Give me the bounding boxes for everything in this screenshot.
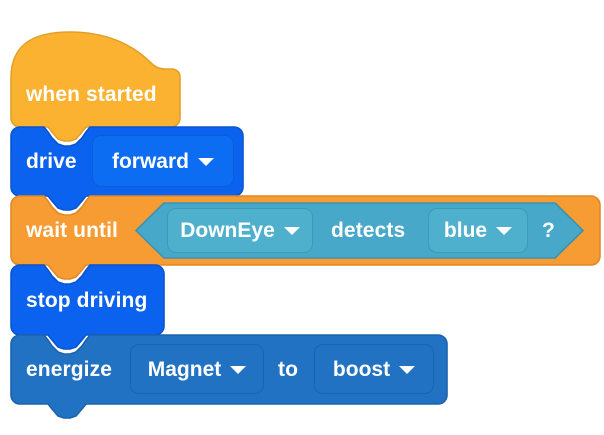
dropdown-mode[interactable]: boost (314, 344, 434, 394)
dropdown-color[interactable]: blue (428, 208, 528, 253)
dropdown-color-value: blue (443, 219, 488, 242)
block-when-started-shape[interactable] (10, 31, 181, 142)
dropdown-drive-direction-value: forward (111, 149, 189, 173)
chevron-down-icon (496, 227, 513, 235)
boolean-operator-label: detects (331, 219, 406, 242)
dropdown-mode-value: boost (332, 357, 391, 381)
chevron-down-icon (230, 365, 247, 374)
chevron-down-icon (198, 157, 214, 166)
block-label-energize-to: to (278, 358, 299, 381)
chevron-down-icon (399, 365, 416, 374)
block-label-drive: drive (26, 150, 77, 173)
dropdown-device-value: Magnet (147, 357, 222, 381)
dropdown-device[interactable]: Magnet (130, 344, 264, 394)
block-label-stop-driving: stop driving (26, 289, 148, 312)
dropdown-sensor-value: DownEye (180, 219, 275, 242)
block-label-wait-until: wait until (26, 219, 118, 242)
chevron-down-icon (283, 227, 300, 235)
block-label-energize: energize (26, 358, 112, 381)
block-label-when-started: when started (26, 83, 157, 106)
dropdown-sensor[interactable]: DownEye (167, 208, 313, 253)
boolean-question-mark: ? (542, 219, 555, 242)
dropdown-drive-direction[interactable]: forward (92, 135, 234, 187)
